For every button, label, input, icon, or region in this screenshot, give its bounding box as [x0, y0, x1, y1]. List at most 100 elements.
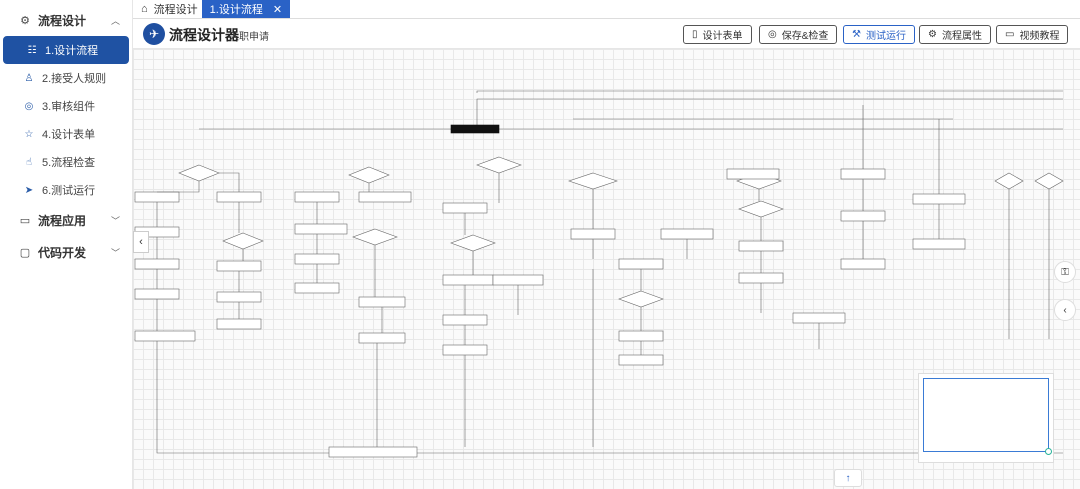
task-node[interactable]	[358, 332, 406, 344]
task-node[interactable]	[134, 288, 180, 300]
task-node[interactable]	[328, 446, 418, 458]
task-node[interactable]	[216, 260, 262, 272]
flow-icon: ☷	[27, 44, 37, 56]
chevron-left-icon: ‹	[139, 236, 143, 248]
flow-canvas[interactable]: ‹ ⚿ ‹ ↑	[133, 49, 1080, 489]
sidebar-group-flow-design[interactable]: ⚙ 流程设计 ︿	[0, 4, 132, 36]
flow-properties-button[interactable]: ⚙ 流程属性	[919, 25, 991, 44]
task-node[interactable]	[134, 258, 180, 270]
task-node[interactable]	[792, 312, 846, 324]
check-circle-icon: ◎	[24, 100, 34, 112]
minimap-viewport[interactable]	[923, 378, 1049, 452]
sidebar-group-label: 代码开发	[38, 245, 87, 260]
collapse-left-button[interactable]: ‹	[133, 231, 149, 253]
sidebar-item-design-flow[interactable]: ☷ 1.设计流程	[3, 36, 129, 64]
user-icon: ♙	[24, 72, 34, 84]
sidebar-item-flow-check[interactable]: ☝ 5.流程检查	[0, 148, 132, 176]
task-node[interactable]	[358, 296, 406, 308]
sidebar-item-test-run[interactable]: ➤ 6.测试运行	[0, 176, 132, 204]
decision-node[interactable]	[618, 290, 664, 308]
tab-flow-design[interactable]: ⌂ 流程设计	[133, 0, 202, 18]
star-icon: ☆	[24, 128, 34, 140]
expand-panel-button[interactable]: ‹	[1054, 299, 1076, 321]
task-node[interactable]	[738, 240, 784, 252]
decision-node[interactable]	[352, 228, 398, 246]
sidebar: ⚙ 流程设计 ︿ ☷ 1.设计流程 ♙ 2.接受人规则 ◎ 3.审核组件 ☆ 4…	[0, 0, 133, 489]
minimap-resize-handle[interactable]	[1045, 448, 1052, 455]
task-node[interactable]	[216, 318, 262, 330]
send-icon: ➤	[24, 184, 34, 196]
minimap[interactable]	[918, 373, 1054, 463]
sidebar-group-label: 流程应用	[38, 213, 87, 228]
task-node[interactable]	[912, 193, 966, 205]
task-node[interactable]	[216, 291, 262, 303]
task-node[interactable]	[134, 191, 180, 203]
button-label: 设计表单	[702, 31, 743, 42]
sidebar-item-label: 1.设计流程	[45, 45, 99, 57]
task-node[interactable]	[840, 168, 886, 180]
gear-icon: ⚙	[20, 14, 30, 27]
task-node[interactable]	[660, 228, 714, 240]
task-node[interactable]	[442, 314, 488, 326]
chevron-left-icon: ‹	[1063, 304, 1067, 316]
video-icon: ▭	[1005, 29, 1015, 40]
decision-node[interactable]	[1034, 172, 1064, 190]
task-node[interactable]	[216, 191, 262, 203]
sidebar-group-flow-app[interactable]: ▭ 流程应用 ﹀	[0, 204, 132, 236]
arrow-up-icon: ↑	[845, 472, 851, 484]
task-node[interactable]	[294, 282, 340, 294]
sidebar-item-design-form[interactable]: ☆ 4.设计表单	[0, 120, 132, 148]
scroll-up-button[interactable]: ↑	[834, 469, 862, 487]
sidebar-item-label: 2.接受人规则	[42, 73, 107, 85]
video-tutorial-button[interactable]: ▭ 视频教程	[996, 25, 1069, 44]
close-icon[interactable]: ✕	[272, 3, 283, 16]
decision-node[interactable]	[222, 232, 264, 250]
lock-button[interactable]: ⚿	[1054, 261, 1076, 283]
check-icon: ◎	[768, 29, 777, 40]
task-node[interactable]	[726, 168, 780, 180]
task-node[interactable]	[294, 223, 348, 235]
design-form-button[interactable]: ▯ 设计表单	[683, 25, 752, 44]
decision-node[interactable]	[476, 156, 522, 174]
run-icon: ⚒	[852, 29, 861, 40]
home-icon: ⌂	[141, 3, 148, 15]
start-node[interactable]	[450, 124, 500, 134]
task-node[interactable]	[442, 202, 488, 214]
decision-node[interactable]	[178, 164, 220, 182]
task-node[interactable]	[442, 274, 494, 286]
test-run-button[interactable]: ⚒ 测试运行	[843, 25, 915, 44]
sidebar-item-review-component[interactable]: ◎ 3.审核组件	[0, 92, 132, 120]
task-node[interactable]	[840, 258, 886, 270]
task-node[interactable]	[570, 228, 616, 240]
task-node[interactable]	[492, 274, 544, 286]
connector	[476, 98, 1063, 125]
tab-design-flow[interactable]: 1.设计流程 ✕	[201, 0, 291, 18]
task-node[interactable]	[840, 210, 886, 222]
task-node[interactable]	[618, 258, 664, 270]
connector	[476, 90, 1063, 93]
sidebar-item-receiver-rules[interactable]: ♙ 2.接受人规则	[0, 64, 132, 92]
sidebar-item-label: 3.审核组件	[42, 101, 96, 113]
flow-name: 入职申请	[229, 32, 269, 43]
decision-node[interactable]	[450, 234, 496, 252]
task-node[interactable]	[618, 330, 664, 342]
task-node[interactable]	[134, 330, 196, 342]
task-node[interactable]	[442, 344, 488, 356]
task-node[interactable]	[738, 272, 784, 284]
sidebar-group-code-dev[interactable]: ▢ 代码开发 ﹀	[0, 236, 132, 268]
task-node[interactable]	[618, 354, 664, 366]
decision-node[interactable]	[738, 200, 784, 218]
flow-diagram[interactable]	[133, 49, 1080, 489]
app-logo: ✈	[143, 23, 165, 45]
sidebar-item-label: 5.流程检查	[42, 157, 96, 169]
decision-node[interactable]	[994, 172, 1024, 190]
save-check-button[interactable]: ◎ 保存&检查	[759, 25, 838, 44]
decision-node[interactable]	[568, 172, 618, 190]
task-node[interactable]	[294, 191, 340, 203]
decision-node[interactable]	[348, 166, 390, 184]
task-node[interactable]	[912, 238, 966, 250]
chevron-up-icon: ︿	[110, 15, 120, 26]
task-node[interactable]	[358, 191, 412, 203]
task-node[interactable]	[294, 253, 340, 265]
form-icon: ▯	[692, 29, 698, 40]
